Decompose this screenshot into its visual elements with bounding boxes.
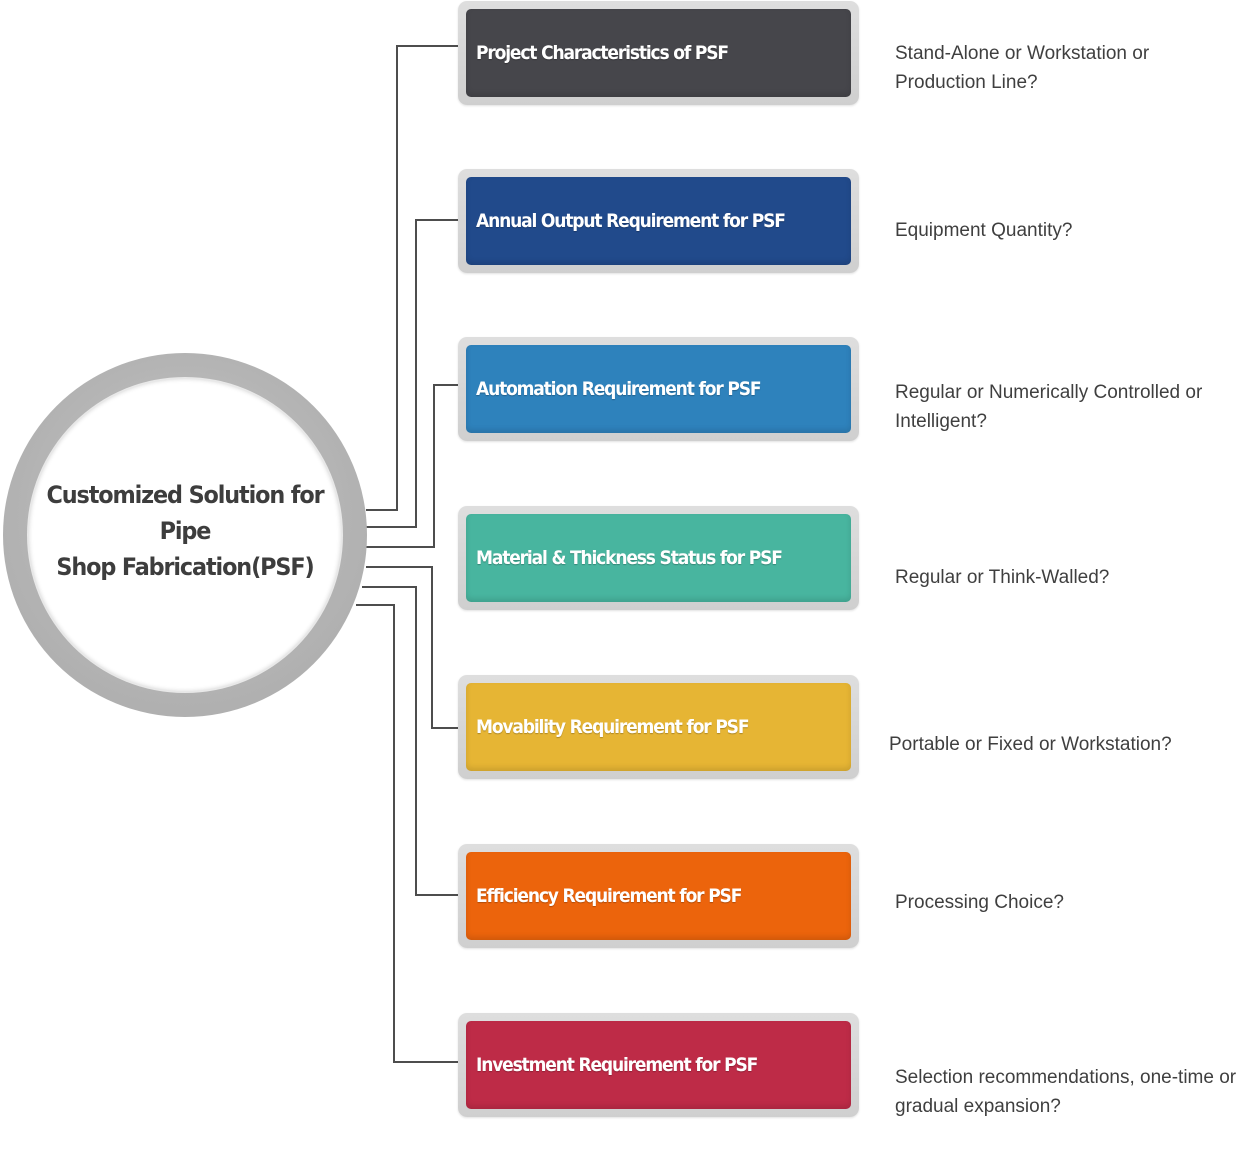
card-label: Material & Thickness Status for PSF (476, 547, 783, 569)
requirement-card-annual-output: Annual Output Requirement for PSF (458, 169, 859, 273)
card-body: Investment Requirement for PSF (466, 1021, 851, 1109)
hub-circle: Customized Solution for Pipe Shop Fabric… (3, 353, 367, 717)
connector-movability (362, 586, 460, 896)
hub-title: Customized Solution for Pipe Shop Fabric… (40, 477, 330, 585)
requirement-card-project-characteristics: Project Characteristics of PSF (458, 1, 859, 105)
question-project-characteristics: Stand-Alone or Workstation or Production… (895, 43, 1150, 93)
requirement-card-automation: Automation Requirement for PSF (458, 337, 859, 441)
card-label: Automation Requirement for PSF (476, 378, 762, 400)
connector-material-thickness (366, 566, 460, 729)
card-body: Movability Requirement for PSF (466, 683, 851, 771)
question-efficiency: Processing Choice? (895, 892, 1064, 913)
hub-title-line-2: Shop Fabrication(PSF) (56, 553, 314, 581)
card-body: Automation Requirement for PSF (466, 345, 851, 433)
question-annual-output: Equipment Quantity? (895, 220, 1073, 241)
card-body: Project Characteristics of PSF (466, 9, 851, 97)
question-material-thickness: Regular or Think-Walled? (895, 567, 1110, 588)
card-body: Efficiency Requirement for PSF (466, 852, 851, 940)
requirement-card-efficiency: Efficiency Requirement for PSF (458, 844, 859, 948)
card-label: Movability Requirement for PSF (476, 716, 750, 738)
hub-title-line-1: Customized Solution for Pipe (46, 481, 325, 545)
connector-automation (366, 384, 460, 548)
question-investment: Selection recommendations, one-time or g… (895, 1067, 1237, 1117)
question-movability: Portable or Fixed or Workstation? (889, 734, 1172, 755)
hub-inner-circle: Customized Solution for Pipe Shop Fabric… (29, 379, 341, 691)
requirement-card-movability: Movability Requirement for PSF (458, 675, 859, 779)
card-label: Annual Output Requirement for PSF (476, 210, 786, 232)
card-label: Project Characteristics of PSF (476, 42, 729, 64)
requirement-card-material-thickness: Material & Thickness Status for PSF (458, 506, 859, 610)
connector-annual-output (366, 219, 460, 528)
card-label: Efficiency Requirement for PSF (476, 885, 742, 907)
requirement-card-investment: Investment Requirement for PSF (458, 1013, 859, 1117)
question-automation: Regular or Numerically Controlled or Int… (895, 382, 1203, 432)
card-body: Annual Output Requirement for PSF (466, 177, 851, 265)
connector-project-characteristics (366, 45, 460, 511)
card-body: Material & Thickness Status for PSF (466, 514, 851, 602)
connector-efficiency (356, 604, 460, 1063)
card-label: Investment Requirement for PSF (476, 1054, 758, 1076)
